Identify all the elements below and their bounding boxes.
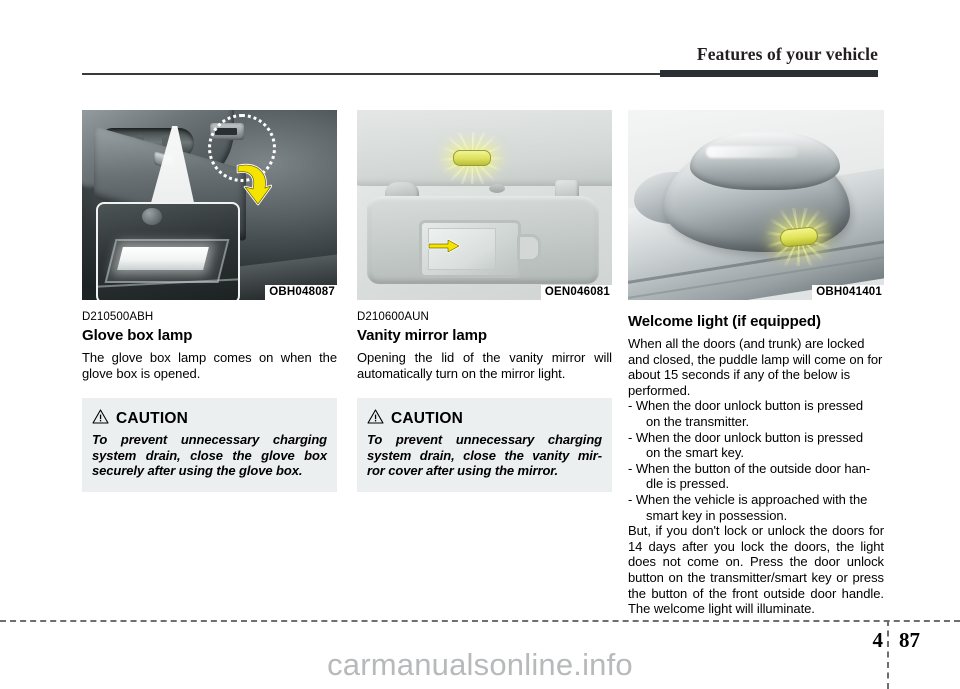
direction-arrow-icon bbox=[427, 238, 461, 254]
caution-line: To prevent unnecessary charging bbox=[367, 432, 602, 448]
column-glove-box-lamp: OBH048087 D210500ABH Glove box lamp The … bbox=[82, 110, 337, 492]
section-body: The glove box lamp comes on when the glo… bbox=[82, 350, 337, 381]
watermark: carmanualsonline.info bbox=[327, 647, 633, 682]
caution-box: CAUTION To prevent unnecessary charging … bbox=[82, 398, 337, 492]
list-item: - When the vehicle is approached with th… bbox=[628, 492, 884, 523]
page-title: Features of your vehicle bbox=[696, 44, 878, 64]
caution-line: system drain, close the glove box bbox=[92, 447, 327, 463]
figure-code-caption: OBH041401 bbox=[812, 285, 884, 300]
vanity-lamp-bulb bbox=[453, 150, 491, 166]
sun-visor-shape bbox=[367, 196, 599, 284]
caution-header: CAUTION bbox=[367, 409, 602, 429]
caution-line: To prevent unnecessary charging bbox=[92, 432, 327, 448]
caution-body: To prevent unnecessary charging system d… bbox=[367, 432, 602, 479]
page-number-block: 4 87 bbox=[873, 628, 921, 652]
caution-label: CAUTION bbox=[116, 410, 189, 428]
caution-line: ror cover after using the mirror. bbox=[367, 463, 559, 479]
caution-header: CAUTION bbox=[92, 409, 327, 429]
warning-triangle-icon bbox=[367, 409, 384, 429]
list-item-sub: on the transmitter. bbox=[646, 413, 750, 429]
caution-line: securely after using the glove box. bbox=[92, 463, 303, 479]
caution-body: To prevent unnecessary charging system d… bbox=[92, 432, 327, 479]
page-number: 87 bbox=[899, 628, 920, 652]
section-heading: Welcome light (if equipped) bbox=[628, 313, 821, 330]
header-rule-thin bbox=[82, 73, 662, 75]
list-item-sub: smart key in possession. bbox=[646, 507, 788, 523]
section-body: When all the doors (and trunk) are locke… bbox=[628, 336, 883, 398]
section-heading: Vanity mirror lamp bbox=[357, 327, 487, 344]
warning-triangle-icon bbox=[92, 409, 109, 429]
list-item: - When the door unlock button is pressed… bbox=[628, 430, 884, 461]
list-item-main: - When the vehicle is approached with th… bbox=[628, 491, 868, 507]
vanity-mirror-lamp-illustration: OEN046081 bbox=[357, 110, 612, 300]
section-code: D210600AUN bbox=[357, 311, 429, 323]
list-item: - When the button of the outside door ha… bbox=[628, 461, 884, 492]
section-body-secondary: But, if you don't lock or unlock the doo… bbox=[628, 523, 884, 617]
welcome-light-conditions: - When the door unlock button is pressed… bbox=[628, 398, 884, 523]
mirror-cover-tab-shape bbox=[517, 234, 541, 262]
figure-code-caption: OBH048087 bbox=[265, 285, 337, 300]
footer-divider bbox=[0, 620, 960, 622]
header-rule-thick bbox=[660, 70, 878, 77]
glove-box-lamp-closeup-inset bbox=[96, 202, 240, 300]
section-code: D210500ABH bbox=[82, 311, 154, 323]
column-welcome-light: OBH041401 Welcome light (if equipped) Wh… bbox=[628, 110, 884, 617]
curved-arrow-icon bbox=[234, 162, 273, 206]
illuminated-lamp-shape bbox=[117, 247, 209, 270]
list-item-sub: on the smart key. bbox=[646, 445, 744, 461]
page-header: Features of your vehicle bbox=[0, 0, 960, 92]
caution-label: CAUTION bbox=[391, 410, 464, 428]
section-heading: Glove box lamp bbox=[82, 327, 193, 344]
mirror-highlight bbox=[706, 146, 798, 158]
headliner-button-shape bbox=[489, 184, 505, 193]
list-item-main: - When the door unlock button is pressed bbox=[628, 398, 864, 414]
chapter-number: 4 bbox=[872, 628, 884, 652]
section-body: Opening the lid of the vanity mirror wil… bbox=[357, 350, 612, 381]
caution-line: system drain, close the vanity mir- bbox=[367, 447, 602, 463]
figure-code-caption: OEN046081 bbox=[540, 285, 612, 300]
caution-box: CAUTION To prevent unnecessary charging … bbox=[357, 398, 612, 492]
glove-box-lamp-illustration: OBH048087 bbox=[82, 110, 337, 300]
list-item-main: - When the button of the outside door ha… bbox=[628, 460, 871, 476]
lamp-knob-shape bbox=[142, 208, 162, 225]
list-item-main: - When the door unlock button is pressed bbox=[628, 429, 864, 445]
dotted-highlight-circle bbox=[208, 114, 276, 182]
list-item-sub: dle is pressed. bbox=[646, 476, 730, 492]
welcome-light-mirror-illustration: OBH041401 bbox=[628, 110, 884, 300]
page-number-divider bbox=[887, 620, 889, 689]
mirror-cap-shape bbox=[690, 132, 840, 190]
list-item: - When the door unlock button is pressed… bbox=[628, 398, 884, 429]
column-vanity-mirror-lamp: OEN046081 D210600AUN Vanity mirror lamp … bbox=[357, 110, 612, 492]
